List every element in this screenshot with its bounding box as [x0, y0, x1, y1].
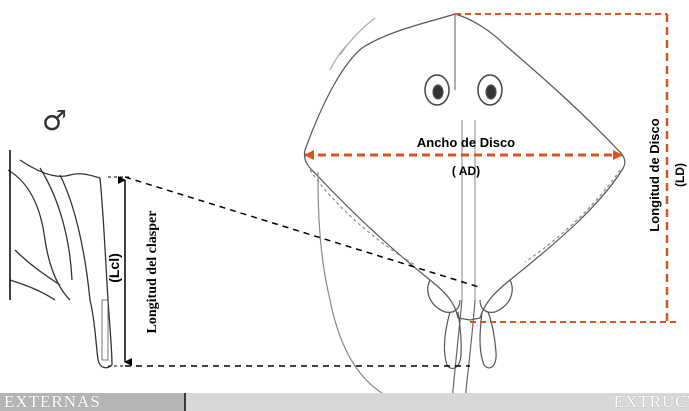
clasper-label: Longitud del clasper [145, 211, 160, 334]
footer-tab-left[interactable]: EXTERNAS [0, 393, 186, 411]
eye-left [424, 74, 450, 106]
length-label: Longitud de Disco [647, 118, 662, 231]
disc-outline [303, 13, 626, 321]
pelvic-fin-left [427, 279, 461, 313]
male-symbol: ♂ [42, 104, 67, 137]
length-abbr: (LD) [673, 163, 687, 187]
width-abbr: ( AD) [452, 164, 480, 178]
clasper-closeup [7, 159, 113, 369]
width-label: Ancho de Disco [417, 135, 515, 150]
footer-tab-right[interactable]: EXTRUCT [186, 393, 689, 411]
ray-illustration [303, 13, 626, 403]
clasper-left [443, 311, 462, 369]
footer-right-label: EXTRUCT [613, 393, 689, 411]
footer-left-label: EXTERNAS [4, 393, 101, 411]
projection-line-top [124, 176, 483, 289]
footer-bar: EXTERNAS EXTRUCT [0, 393, 689, 411]
clasper-right [479, 311, 497, 369]
clasper-abbr: (Lcl) [106, 253, 122, 283]
pelvic-fin-right [479, 279, 513, 313]
eye-right [477, 74, 503, 106]
tail [451, 299, 463, 401]
